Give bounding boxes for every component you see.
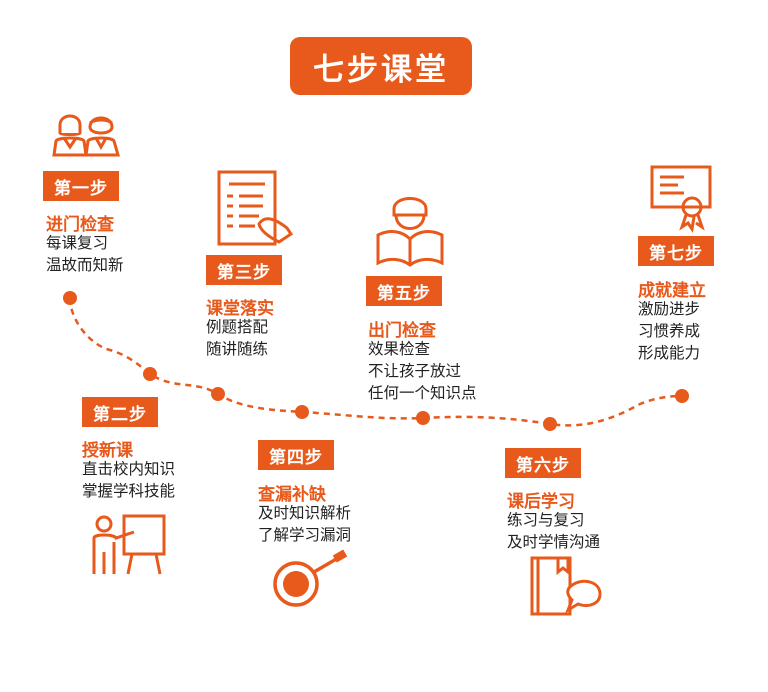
step-6-line-1: 练习与复习 (507, 511, 585, 529)
step-4-line-2: 了解学习漏洞 (258, 526, 352, 544)
page-title: 七步课堂 (290, 37, 472, 95)
path-dot-3 (211, 387, 225, 401)
step-2-desc: 直击校内知识 掌握学科技能 (82, 458, 175, 502)
step-1-line-2: 温故而知新 (46, 256, 124, 274)
magnifier-icon (273, 549, 348, 607)
path-dot-2 (143, 367, 157, 381)
step-7-line-1: 激励进步 (638, 300, 701, 318)
step-7-title: 成就建立 (638, 281, 706, 301)
step-5-line-1: 效果检查 (368, 340, 431, 358)
reading-person-icon (376, 197, 444, 267)
step-6-badge: 第六步 (505, 448, 581, 478)
step-1-badge: 第一步 (43, 171, 119, 201)
step-6-line-2: 及时学情沟通 (507, 533, 601, 551)
step-5-line-2: 不让孩子放过 (368, 362, 462, 380)
path-dot-5 (416, 411, 430, 425)
step-2-line-1: 直击校内知识 (82, 460, 176, 478)
step-3-title: 课堂落实 (206, 299, 274, 319)
checklist-icon (217, 170, 294, 246)
step-3-line-1: 例题搭配 (206, 318, 269, 336)
path-dot-1 (63, 291, 77, 305)
step-1-desc: 每课复习 温故而知新 (46, 232, 124, 276)
step-7-badge: 第七步 (638, 236, 714, 266)
students-icon (52, 114, 120, 157)
step-1-title: 进门检查 (46, 215, 114, 235)
step-3-line-2: 随讲随练 (206, 340, 269, 358)
step-3-desc: 例题搭配 随讲随练 (206, 316, 268, 360)
path-dot-7 (675, 389, 689, 403)
step-4-line-1: 及时知识解析 (258, 504, 352, 522)
path-dot-6 (543, 417, 557, 431)
certificate-icon (650, 165, 712, 233)
step-6-desc: 练习与复习 及时学情沟通 (507, 509, 600, 553)
step-7-line-2: 习惯养成 (638, 322, 701, 340)
step-3-badge: 第三步 (206, 255, 282, 285)
book-chat-icon (530, 556, 602, 616)
step-4-title: 查漏补缺 (258, 485, 326, 505)
step-4-desc: 及时知识解析 了解学习漏洞 (258, 502, 351, 546)
teacher-board-icon (92, 514, 166, 575)
step-7-desc: 激励进步 习惯养成 形成能力 (638, 298, 700, 364)
step-7-line-3: 形成能力 (638, 344, 701, 362)
step-5-title: 出门检查 (368, 321, 436, 341)
step-5-badge: 第五步 (366, 276, 442, 306)
step-6-title: 课后学习 (507, 492, 575, 512)
path-dot-4 (295, 405, 309, 419)
step-2-line-2: 掌握学科技能 (82, 482, 176, 500)
step-5-desc: 效果检查 不让孩子放过 任何一个知识点 (368, 338, 477, 404)
dashed-path-line (68, 297, 683, 427)
step-5-line-3: 任何一个知识点 (368, 384, 477, 402)
step-4-badge: 第四步 (258, 440, 334, 470)
step-1-line-1: 每课复习 (46, 234, 109, 252)
step-2-title: 授新课 (82, 441, 133, 461)
step-2-badge: 第二步 (82, 397, 158, 427)
